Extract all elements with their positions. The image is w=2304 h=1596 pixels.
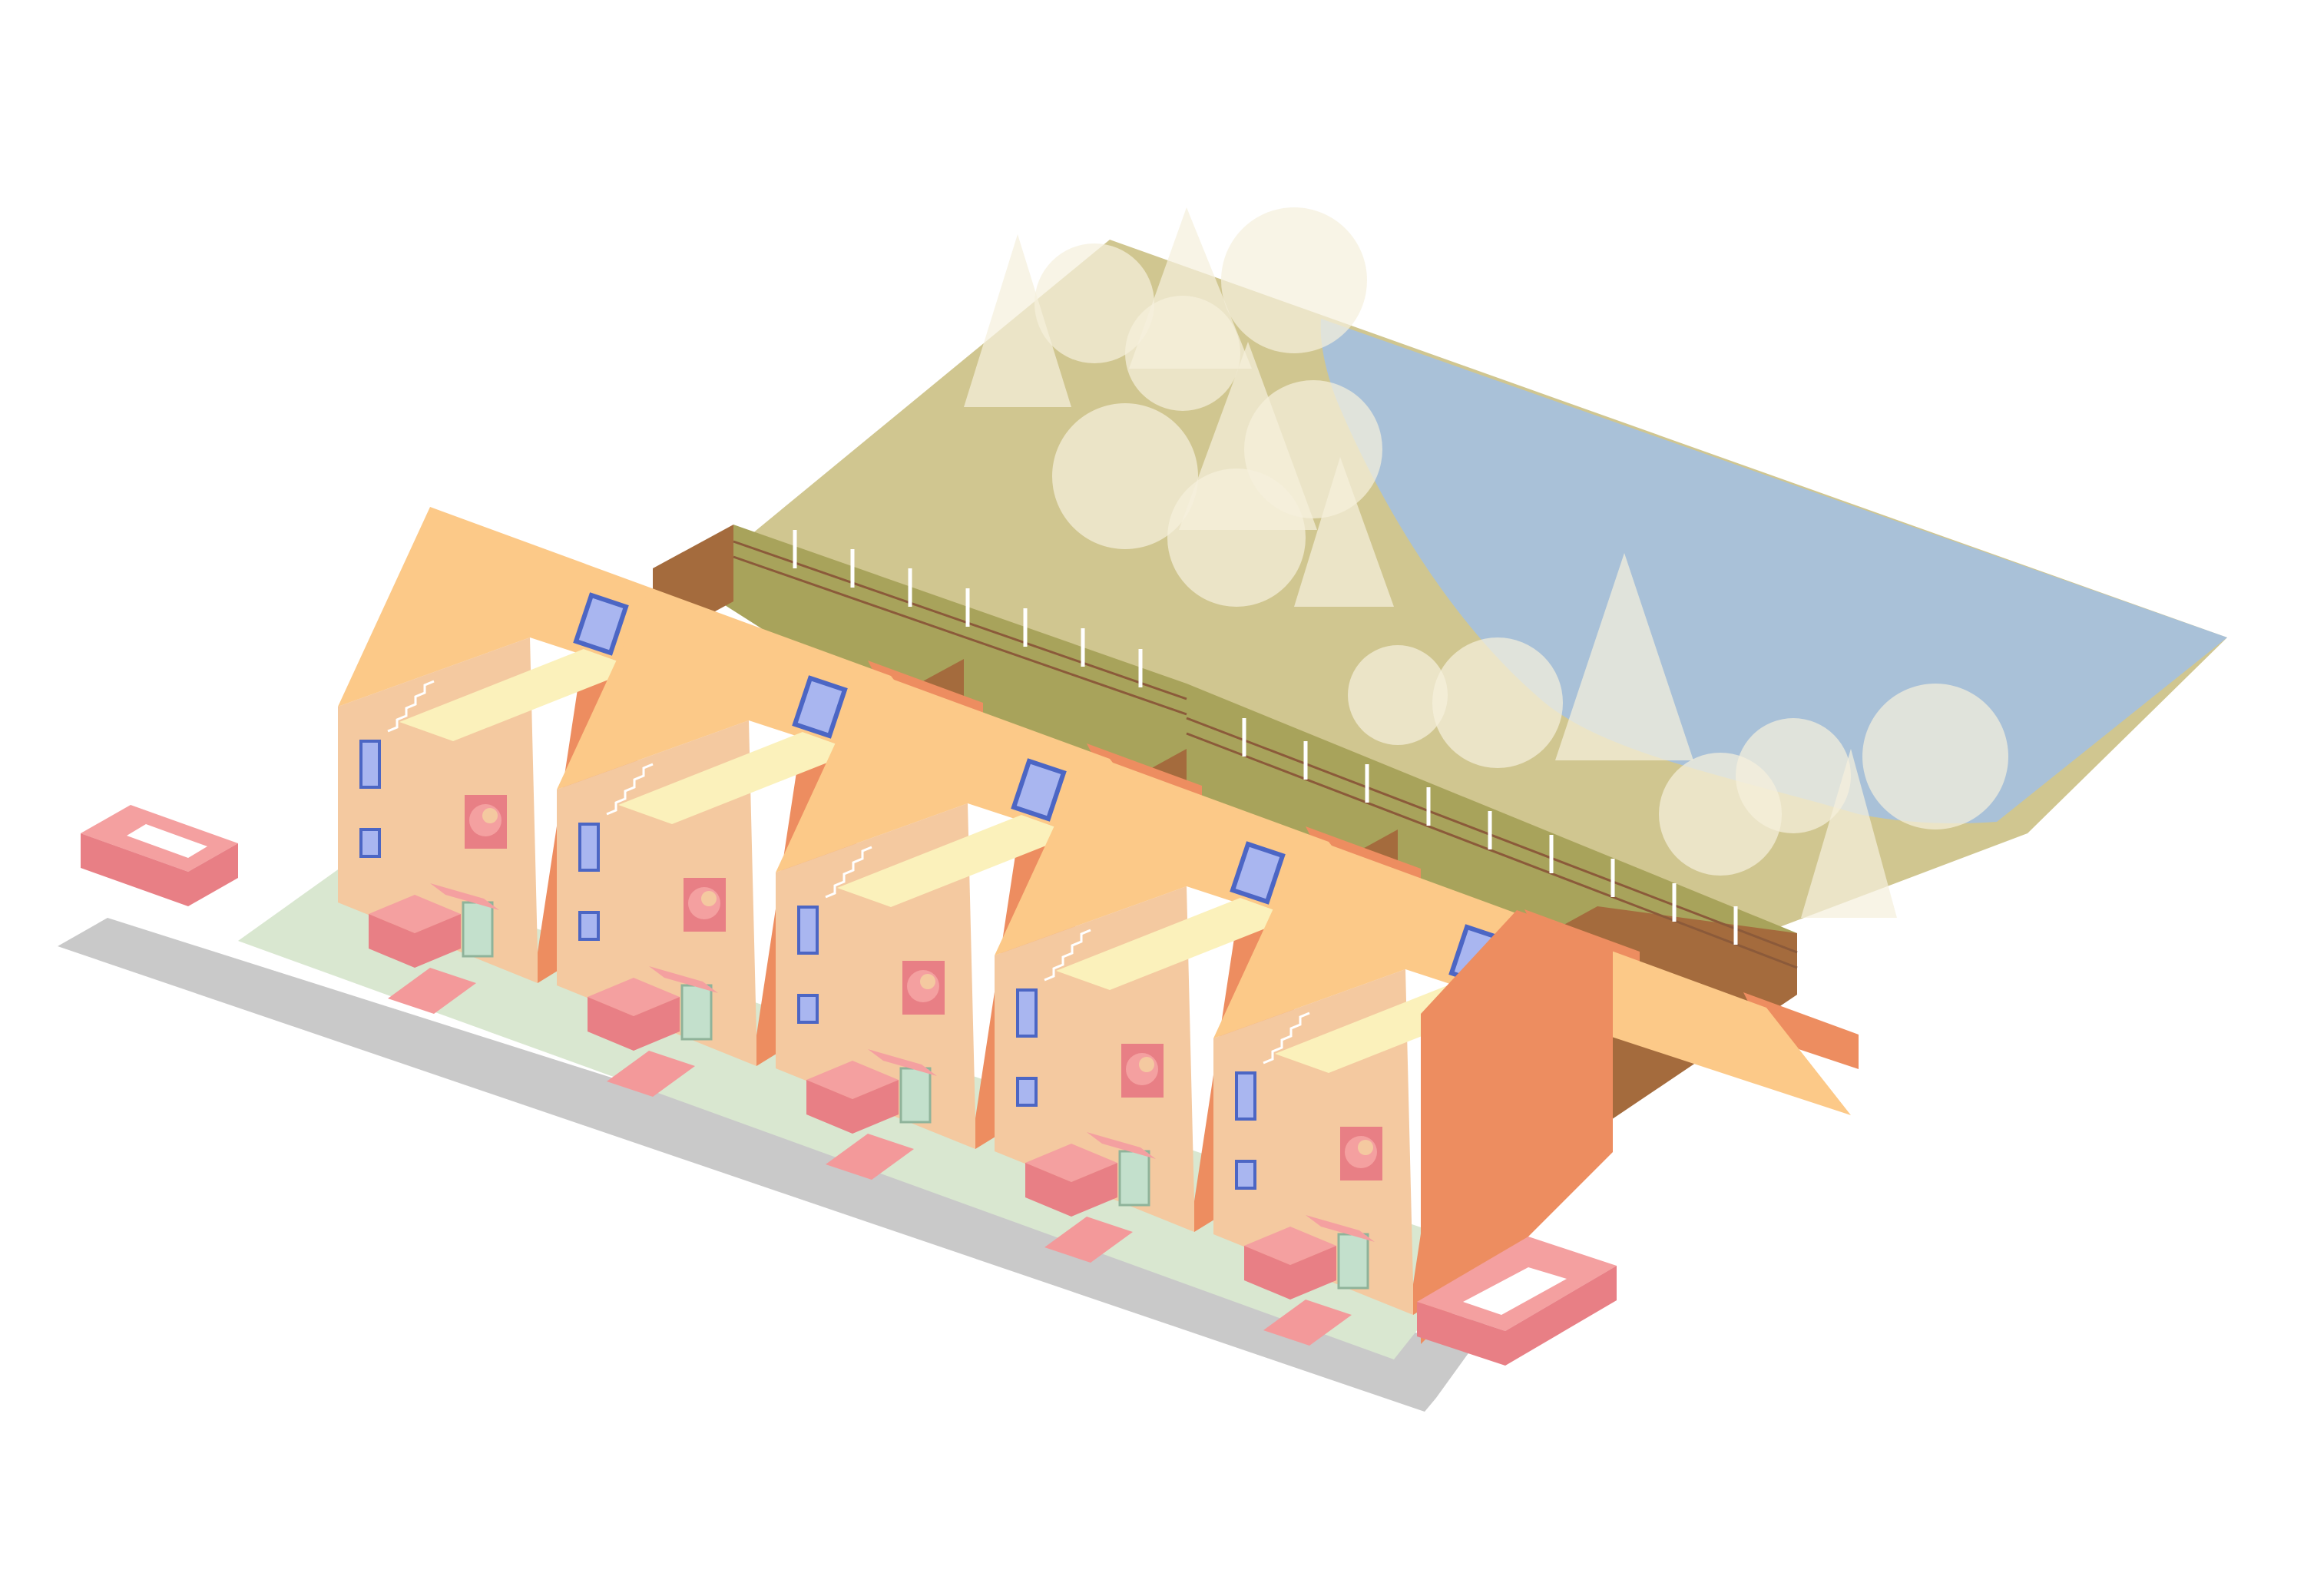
round-tree (1862, 684, 2008, 829)
street-planter (81, 805, 238, 906)
round-window-glass (482, 808, 498, 823)
stepped-parapet (1263, 1012, 1310, 1065)
parapet-top (399, 649, 637, 741)
front-door (1118, 1150, 1150, 1207)
skylight (1230, 841, 1286, 905)
parapet-top (837, 815, 1075, 907)
side-window (359, 740, 381, 789)
round-tree (1167, 469, 1306, 607)
stepped-parapet (387, 680, 435, 733)
round-tree (1221, 207, 1367, 353)
entrance-planter-side (634, 997, 680, 1051)
parapet-top (618, 732, 856, 824)
conical-tree (1294, 457, 1394, 607)
door-canopy (868, 1049, 937, 1076)
side-window (1016, 988, 1038, 1038)
round-window-glass (701, 891, 717, 906)
terrace-end-wall (1421, 910, 1613, 1344)
front-path (1044, 1217, 1133, 1263)
front-path (607, 1051, 695, 1097)
round-window-glass (1139, 1057, 1154, 1072)
stepped-parapet (1044, 929, 1091, 982)
entrance-planter-side (588, 997, 634, 1051)
door-canopy (649, 966, 718, 993)
entrance-planter-side (369, 914, 415, 968)
door-canopy (1306, 1215, 1375, 1242)
side-window (797, 994, 819, 1024)
entrance-planter-side (1071, 1163, 1117, 1217)
side-window (797, 906, 819, 955)
entrance-planter-side (1290, 1246, 1336, 1300)
roof-gable-wall (1743, 992, 1859, 1069)
front-path (388, 968, 476, 1014)
round-tree (1432, 637, 1563, 768)
entrance-planter-side (415, 914, 461, 968)
round-window-glass (1358, 1140, 1373, 1155)
skylight (573, 592, 629, 656)
skylight (792, 675, 848, 739)
side-window (1016, 1077, 1038, 1107)
skylight (1011, 758, 1067, 822)
entrance-planter-side (1025, 1163, 1071, 1217)
street-planters (81, 805, 1617, 1366)
front-door (1337, 1233, 1369, 1290)
front-door (680, 984, 713, 1041)
street-planter (1417, 1237, 1617, 1366)
round-tree (1034, 243, 1154, 363)
door-canopy (1087, 1132, 1156, 1159)
side-window (359, 828, 381, 858)
front-door (462, 901, 494, 958)
side-window (578, 823, 600, 872)
front-path (1263, 1300, 1352, 1346)
door-canopy (430, 883, 499, 910)
entrance-planter-side (1244, 1246, 1290, 1300)
entrance-planter-side (852, 1080, 899, 1134)
front-door (899, 1067, 932, 1124)
stepped-parapet (825, 846, 872, 899)
round-tree (1348, 645, 1448, 745)
conical-tree (1801, 749, 1897, 918)
parapet-top (1056, 898, 1294, 990)
round-tree (1052, 403, 1198, 549)
round-tree (1125, 296, 1240, 411)
kerb (58, 918, 1486, 1412)
entrance-planter-side (806, 1080, 852, 1134)
round-window-glass (920, 974, 935, 989)
tree-group (964, 207, 2008, 918)
stepped-parapet (606, 763, 654, 816)
side-window (578, 911, 600, 941)
conical-tree (1555, 553, 1693, 760)
front-path (826, 1134, 914, 1180)
side-window (1235, 1071, 1256, 1121)
fence-posts (793, 530, 1738, 945)
round-tree (1736, 718, 1851, 833)
conical-tree (964, 234, 1071, 407)
side-window (1235, 1160, 1256, 1190)
